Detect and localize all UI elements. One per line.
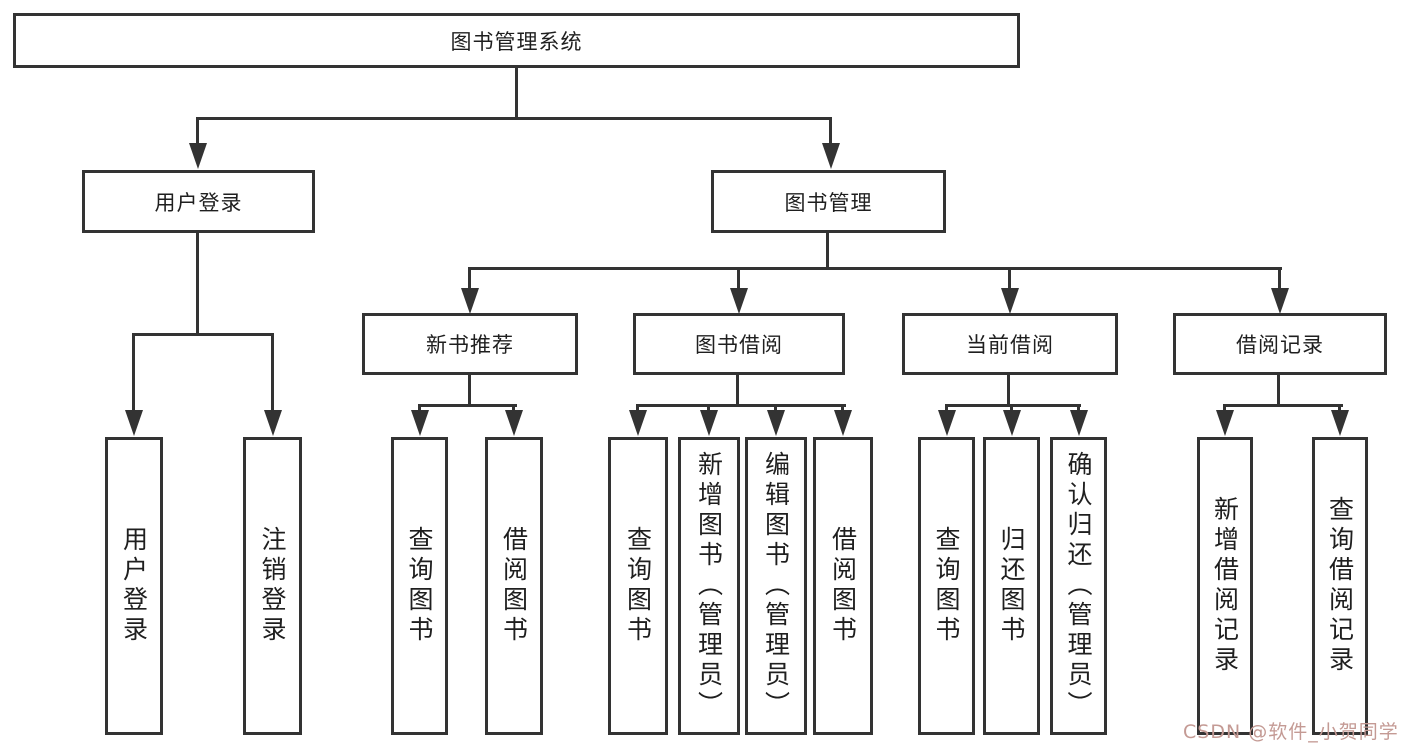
csdn-watermark: CSDN @软件_小贺同学 <box>1183 721 1399 743</box>
connector-line <box>1007 375 1010 407</box>
node-user-login: 用户登录 <box>82 170 315 233</box>
connector-line <box>1077 404 1080 413</box>
connector-line <box>1008 267 1011 291</box>
connector-line <box>826 233 829 270</box>
connector-line <box>841 404 844 413</box>
connector-line <box>1010 404 1013 413</box>
node-book-borrow: 图书借阅 <box>633 313 845 375</box>
node-label: 借阅记录 <box>1236 333 1324 357</box>
arrow-down-icon <box>700 410 718 436</box>
node-label: 当前借阅 <box>966 333 1054 357</box>
connector-line <box>1277 375 1280 407</box>
node-label: 注销登录 <box>258 526 287 646</box>
connector-line <box>945 404 948 413</box>
arrow-down-icon <box>1003 410 1021 436</box>
node-new-book-recommend: 新书推荐 <box>362 313 578 375</box>
arrow-down-icon <box>767 410 785 436</box>
connector-line <box>737 267 740 291</box>
connector-line <box>707 404 710 413</box>
connector-line <box>1338 404 1341 413</box>
connector-line <box>196 117 199 145</box>
node-label: 用户登录 <box>154 190 243 215</box>
node-leaf-logout: 注销登录 <box>243 437 302 735</box>
node-leaf-bb-edit-books-admin: 编辑图书（管理员） <box>745 437 807 735</box>
connector-line <box>132 333 274 336</box>
connector-line <box>271 333 274 413</box>
node-leaf-cb-return-books: 归还图书 <box>983 437 1040 735</box>
node-label: 借阅图书 <box>499 526 529 646</box>
arrow-down-icon <box>834 410 852 436</box>
node-label: 查询借阅记录 <box>1325 496 1355 676</box>
node-label: 确认归还（管理员） <box>1064 451 1093 721</box>
arrow-down-icon <box>125 410 143 436</box>
arrow-down-icon <box>938 410 956 436</box>
connector-line <box>515 68 518 118</box>
node-leaf-br-add-record: 新增借阅记录 <box>1197 437 1253 735</box>
node-borrow-records: 借阅记录 <box>1173 313 1387 375</box>
arrow-down-icon <box>730 288 748 314</box>
node-label: 编辑图书（管理员） <box>761 451 791 721</box>
node-leaf-bb-add-books-admin: 新增图书（管理员） <box>678 437 740 735</box>
connector-line <box>636 404 846 407</box>
arrow-down-icon <box>461 288 479 314</box>
node-leaf-bb-query-books: 查询图书 <box>608 437 668 735</box>
connector-line <box>829 117 832 145</box>
node-leaf-cb-confirm-return-admin: 确认归还（管理员） <box>1050 437 1107 735</box>
connector-line <box>774 404 777 413</box>
arrow-down-icon <box>411 410 429 436</box>
node-label: 新增借阅记录 <box>1210 496 1240 676</box>
node-label: 新增图书（管理员） <box>694 451 724 721</box>
connector-line <box>418 404 421 413</box>
connector-line <box>1223 404 1226 413</box>
connector-line <box>468 267 471 291</box>
node-label: 查询图书 <box>623 526 653 646</box>
node-label: 新书推荐 <box>426 333 514 357</box>
node-leaf-nb-query-books: 查询图书 <box>391 437 448 735</box>
connector-line <box>196 117 832 120</box>
node-leaf-br-query-record: 查询借阅记录 <box>1312 437 1368 735</box>
node-root-library-system: 图书管理系统 <box>13 13 1020 68</box>
connector-line <box>945 404 1081 407</box>
node-label: 查询图书 <box>932 526 961 646</box>
arrow-down-icon <box>629 410 647 436</box>
connector-line <box>736 375 739 407</box>
connector-line <box>468 375 471 407</box>
connector-line <box>468 267 1282 270</box>
arrow-down-icon <box>264 410 282 436</box>
node-label: 借阅图书 <box>828 526 858 646</box>
node-label: 归还图书 <box>997 526 1026 646</box>
arrow-down-icon <box>1271 288 1289 314</box>
arrow-down-icon <box>189 143 207 169</box>
connector-line <box>132 333 135 413</box>
node-book-management: 图书管理 <box>711 170 946 233</box>
arrow-down-icon <box>1070 410 1088 436</box>
node-leaf-bb-borrow-books: 借阅图书 <box>813 437 873 735</box>
node-leaf-nb-borrow-books: 借阅图书 <box>485 437 543 735</box>
arrow-down-icon <box>1331 410 1349 436</box>
connector-line <box>512 404 515 413</box>
node-label: 查询图书 <box>405 526 434 646</box>
connector-line <box>636 404 639 413</box>
connector-line <box>1223 404 1343 407</box>
node-label: 图书借阅 <box>695 333 783 357</box>
node-current-borrow: 当前借阅 <box>902 313 1118 375</box>
arrow-down-icon <box>822 143 840 169</box>
arrow-down-icon <box>1001 288 1019 314</box>
node-leaf-cb-query-books: 查询图书 <box>918 437 975 735</box>
node-label: 图书管理系统 <box>450 29 583 54</box>
connector-line <box>1278 267 1281 291</box>
connector-line <box>196 233 199 336</box>
node-label: 图书管理 <box>784 190 873 215</box>
arrow-down-icon <box>505 410 523 436</box>
node-label: 用户登录 <box>119 526 149 646</box>
arrow-down-icon <box>1216 410 1234 436</box>
node-leaf-user-login: 用户登录 <box>105 437 163 735</box>
connector-line <box>418 404 517 407</box>
